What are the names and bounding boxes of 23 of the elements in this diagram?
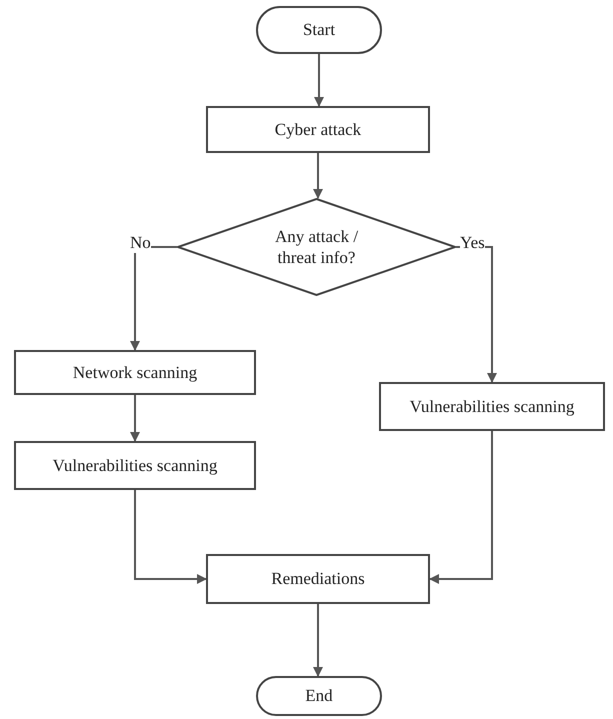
node-text: Network scanning bbox=[72, 362, 198, 384]
arrow bbox=[313, 604, 323, 677]
node-text: Cyber attack bbox=[274, 118, 362, 140]
arrow bbox=[130, 246, 177, 351]
arrow bbox=[429, 431, 493, 584]
node-text: End bbox=[305, 685, 333, 707]
arrow bbox=[130, 395, 140, 442]
arrow bbox=[314, 54, 324, 107]
node-text: Any attack / threat info? bbox=[274, 226, 360, 268]
decision-diamond bbox=[177, 198, 456, 296]
arrow bbox=[313, 153, 323, 199]
terminal-box bbox=[256, 6, 382, 54]
node-text: Start bbox=[302, 19, 336, 41]
process-box bbox=[379, 382, 605, 431]
node-text: Vulnerabilities scanning bbox=[52, 454, 218, 476]
terminal-box bbox=[256, 676, 382, 716]
node-text: Remediations bbox=[271, 568, 365, 590]
process-box bbox=[206, 554, 430, 604]
process-box bbox=[14, 350, 256, 395]
arrow bbox=[134, 490, 207, 584]
node-text: Vulnerabilities scanning bbox=[410, 396, 574, 418]
process-box bbox=[206, 106, 430, 153]
process-box bbox=[14, 441, 256, 490]
